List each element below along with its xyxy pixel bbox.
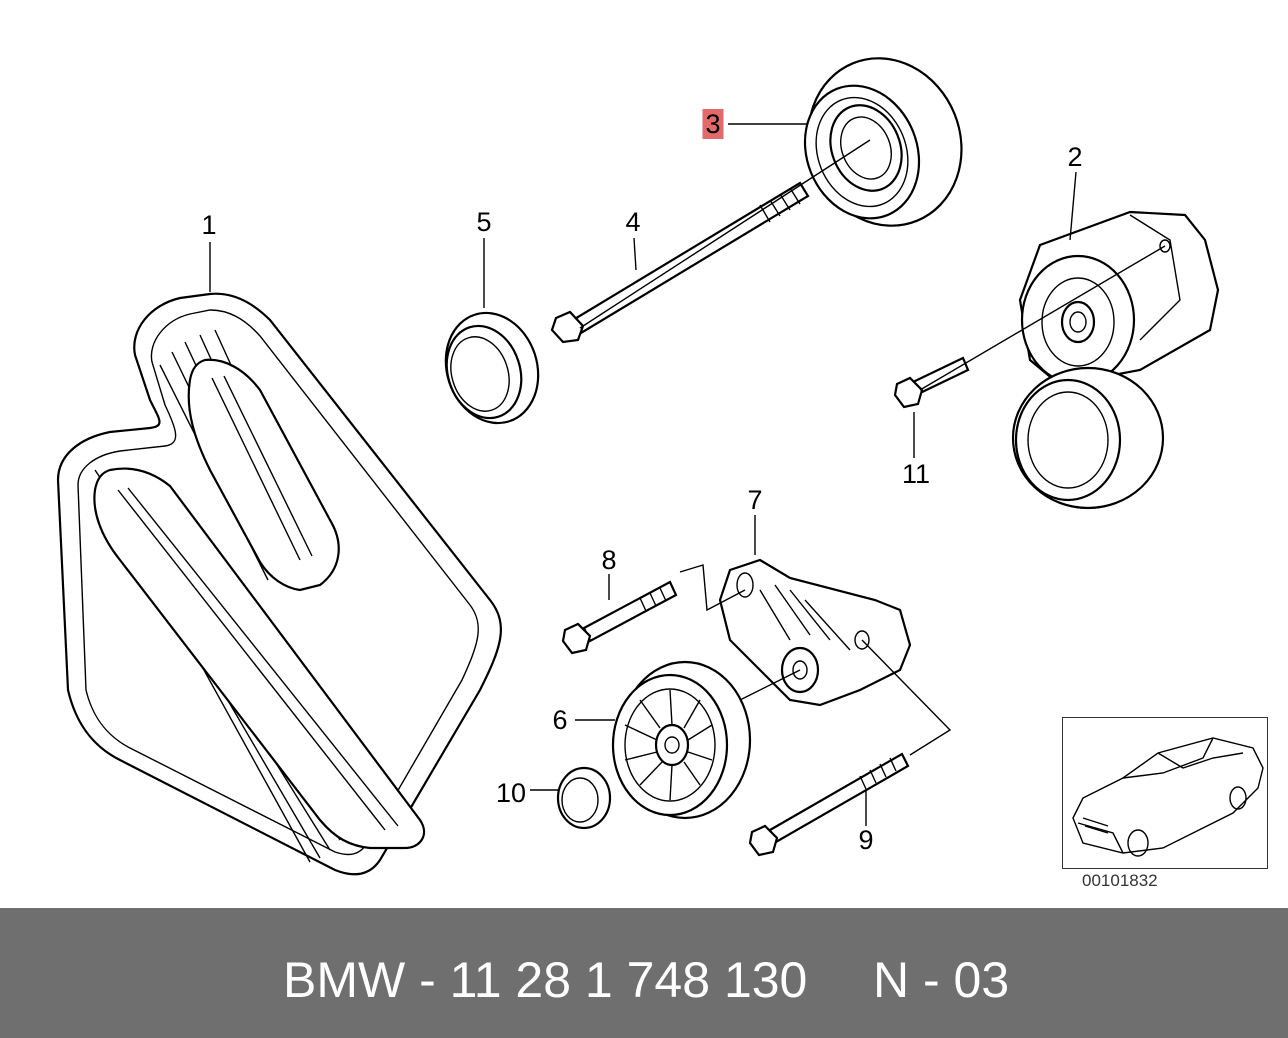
small-cap: [556, 766, 612, 830]
part-number: BMW - 11 28 1 748 130: [283, 952, 808, 1008]
long-bolt: [550, 181, 810, 344]
callout-4: 4: [625, 207, 641, 237]
belt-tensioner: [1011, 210, 1220, 510]
footer-bar: [0, 908, 1288, 1038]
seal-cap: [444, 311, 540, 425]
grooved-pulley: [611, 660, 752, 820]
car-outline-icon: [1072, 737, 1264, 857]
callout-10: 10: [495, 778, 527, 808]
drive-belt: [56, 292, 502, 876]
callout-11: 11: [901, 459, 931, 489]
idler-pulley: [803, 57, 963, 227]
callout-2: 2: [1067, 142, 1083, 172]
short-bolt-tensioner: [893, 356, 970, 409]
bolt-upper: [561, 580, 678, 655]
exploded-parts-diagram: [56, 57, 1220, 876]
bolt-lower: [748, 752, 910, 857]
callout-5: 5: [476, 207, 492, 237]
callout-8: 8: [601, 545, 617, 575]
callout-9: 9: [858, 825, 874, 855]
leader-lines: [209, 123, 1166, 826]
callout-1: 1: [201, 210, 217, 240]
callout-7: 7: [747, 485, 763, 515]
page-code: N - 03: [873, 952, 1010, 1008]
vehicle-thumbnail: [1062, 717, 1268, 869]
callout-3: 3: [702, 109, 724, 139]
callout-6: 6: [552, 705, 568, 735]
thumbnail-code: 00101832: [1082, 871, 1158, 890]
bracket: [718, 558, 912, 707]
